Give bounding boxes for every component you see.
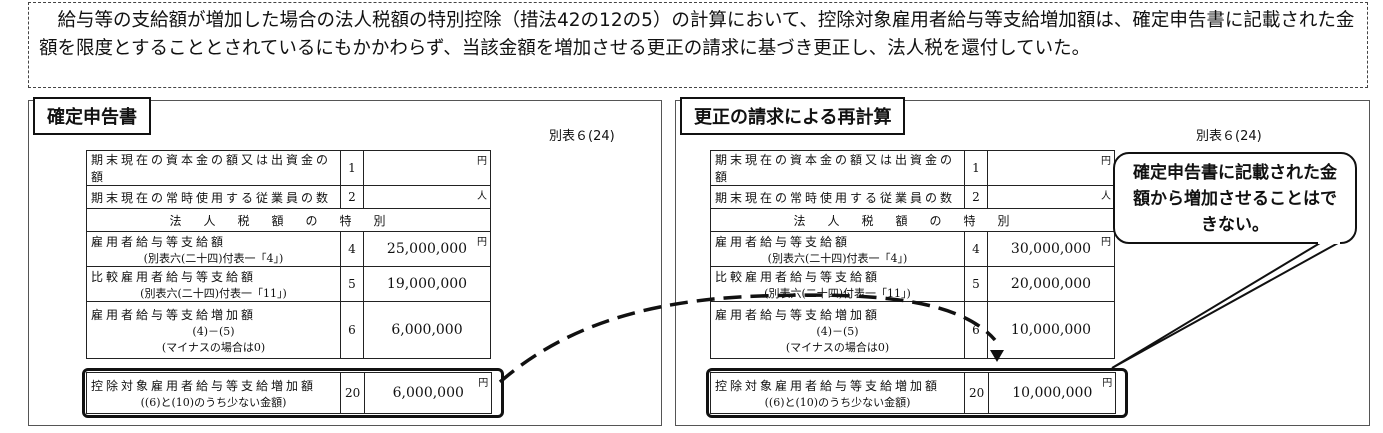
row-value: 10,000,000	[987, 301, 1115, 359]
left-sheet-label: 別表６(24)	[549, 129, 615, 144]
row-value: 人	[987, 185, 1115, 209]
row-value: 6,000,000	[363, 301, 491, 359]
section-header: 法人税額の特別	[86, 208, 491, 232]
section-header: 法人税額の特別	[710, 208, 1115, 232]
row-label: 雇用者給与等支給額(別表六(二十四)付表一「4」)	[86, 231, 341, 267]
row-label: 比較雇用者給与等支給額(別表六(二十四)付表一「11」)	[86, 266, 341, 302]
row-label: 期末現在の常時使用する従業員の数	[86, 185, 341, 209]
row-number: 6	[340, 301, 364, 359]
row-label: 控除対象雇用者給与等支給増加額((6)と(10)のうち少ない金額)	[710, 372, 965, 414]
right-panel: 更正の請求による再計算 別表６(24)	[675, 97, 1370, 426]
row-label: 控除対象雇用者給与等支給増加額((6)と(10)のうち少ない金額)	[86, 372, 341, 414]
row-label: 期末現在の資本金の額又は出資金の額	[86, 150, 341, 186]
row-value: 円	[363, 150, 491, 186]
row-value: 人	[363, 185, 491, 209]
row-label: 期末現在の常時使用する従業員の数	[710, 185, 965, 209]
row-value: 19,000,000	[363, 266, 491, 302]
row-label: 期末現在の資本金の額又は出資金の額	[710, 150, 965, 186]
dashed-arrow	[498, 293, 997, 384]
row-label: 雇用者給与等支給額(別表六(二十四)付表一「4」)	[710, 231, 965, 267]
right-sheet-label: 別表６(24)	[1196, 129, 1262, 144]
left-panel: 確定申告書 別表６(24)	[28, 97, 662, 426]
callout-bubble: 確定申告書に記載された金額から増加させることはできない。	[1113, 152, 1357, 244]
callout-tail	[1111, 242, 1339, 369]
left-total-highlight	[82, 368, 504, 418]
row-value: 20,000,000	[987, 266, 1115, 302]
intro-text-box: 給与等の支給額が増加した場合の法人税額の特別控除（措法42の12の5）の計算にお…	[28, 2, 1368, 88]
row-number: 20	[963, 372, 990, 414]
row-label: 雇用者給与等支給増加額(4)－(5)(マイナスの場合は0)	[710, 301, 965, 359]
row-number: 1	[340, 150, 364, 186]
right-panel-title: 更正の請求による再計算	[680, 97, 906, 135]
arrow-head	[990, 350, 1004, 362]
row-label: 雇用者給与等支給増加額(4)－(5)(マイナスの場合は0)	[86, 301, 341, 359]
left-panel-title: 確定申告書	[33, 97, 151, 135]
row-number: 4	[340, 231, 364, 267]
right-total-highlight	[706, 368, 1128, 418]
row-number: 20	[339, 372, 366, 414]
